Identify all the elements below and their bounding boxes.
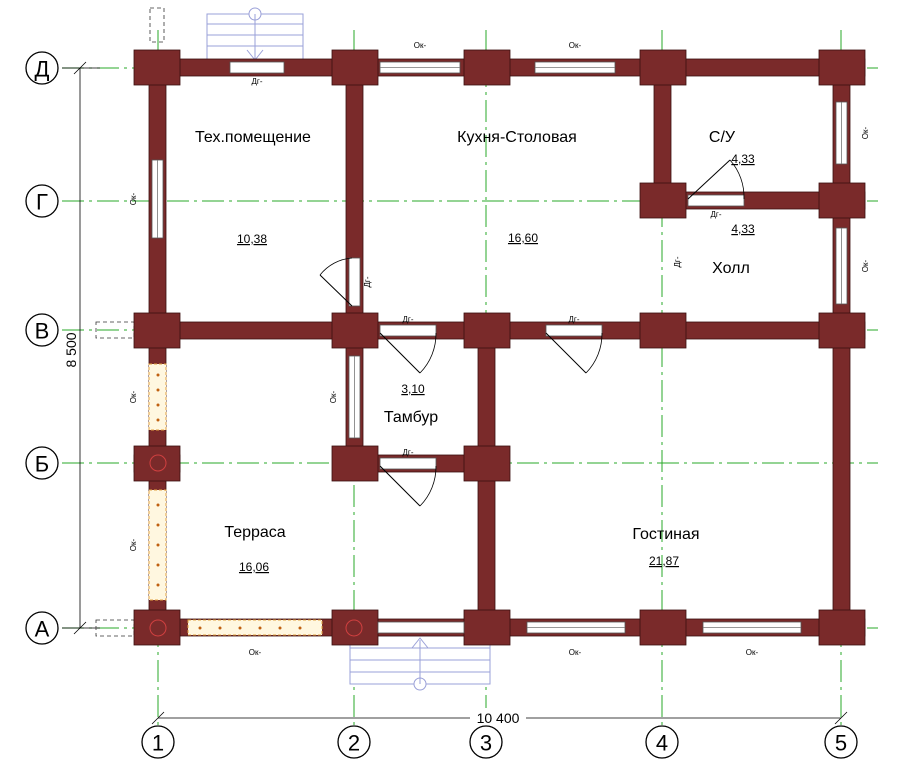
room-name-hall: Холл (712, 260, 750, 277)
door-tag: Дг- (363, 276, 372, 287)
room-area-wc: 4,33 (731, 152, 755, 166)
doors (319, 159, 745, 507)
window-tag: Ок- (129, 192, 138, 205)
opening-tags: Ок- Ок- Дг- Ок- Ок- Ок- Дг- Дг- Дг- Дг- … (129, 41, 870, 657)
door-tag: Дг- (252, 77, 263, 86)
room-name-vestibule: Тамбур (384, 409, 438, 426)
dimension-horizontal: 10 400 (151, 708, 848, 726)
room-area-living: 21,87 (649, 554, 679, 568)
door-tag: Дг- (673, 256, 682, 267)
dimension-vertical: 8 500 (62, 61, 100, 635)
room-name-kitchen: Кухня-Столовая (457, 129, 577, 146)
window-tag: Ок- (861, 126, 870, 139)
door-tech (319, 274, 353, 307)
room-name-living: Гостиная (632, 526, 699, 543)
axis-row-label: Д (35, 57, 50, 82)
window-tag: Ок- (861, 259, 870, 272)
door-wc (687, 159, 731, 200)
room-name-wc: С/У (709, 129, 736, 146)
axis-column-label: 5 (835, 731, 847, 756)
axis-row-label: Г (36, 190, 48, 215)
room-area-tech: 10,38 (237, 232, 267, 246)
room-labels: Тех.помещение 10,38 Кухня-Столовая 16,60… (195, 129, 755, 574)
room-name-terrace: Терраса (224, 524, 285, 541)
axis-column-label: 3 (480, 731, 492, 756)
terrace-railings (148, 363, 363, 637)
window-tag: Ок- (414, 41, 427, 50)
window-tag: Ок- (129, 390, 138, 403)
axis-row-label: Б (35, 452, 49, 477)
door-tag: Дг- (403, 315, 414, 324)
door-tag: Дг- (711, 210, 722, 219)
dimension-height-label: 8 500 (63, 332, 79, 367)
row-axis-markers: Д Г В Б А (25, 51, 59, 645)
axis-column-label: 2 (348, 731, 360, 756)
window-tag: Ок- (746, 648, 759, 657)
windows (151, 61, 848, 634)
dimension-width-label: 10 400 (477, 710, 520, 726)
room-name-tech: Тех.помещение (195, 129, 311, 146)
door-tag: Дг- (403, 448, 414, 457)
door-tag: Дг- (569, 315, 580, 324)
axis-column-label: 4 (656, 731, 668, 756)
room-area-kitchen: 16,60 (508, 231, 538, 245)
window-tag: Ок- (569, 41, 582, 50)
axis-row-label: А (35, 617, 50, 642)
axis-column-label: 1 (152, 731, 164, 756)
column-axis-markers: 1 2 3 4 5 (141, 725, 858, 759)
room-area-vestibule: 3,10 (401, 382, 425, 396)
room-area-terrace: 16,06 (239, 560, 269, 574)
window-tag: Ок- (129, 538, 138, 551)
axis-row-label: В (35, 319, 50, 344)
door-terrace (379, 465, 421, 507)
door-living (545, 332, 587, 374)
window-tag: Ок- (249, 648, 262, 657)
window-tag: Ок- (329, 390, 338, 403)
window-tag: Ок- (569, 648, 582, 657)
door-vestibule-kitchen (379, 332, 421, 374)
top-stairs (206, 7, 304, 63)
room-area-hall: 4,33 (731, 222, 755, 236)
